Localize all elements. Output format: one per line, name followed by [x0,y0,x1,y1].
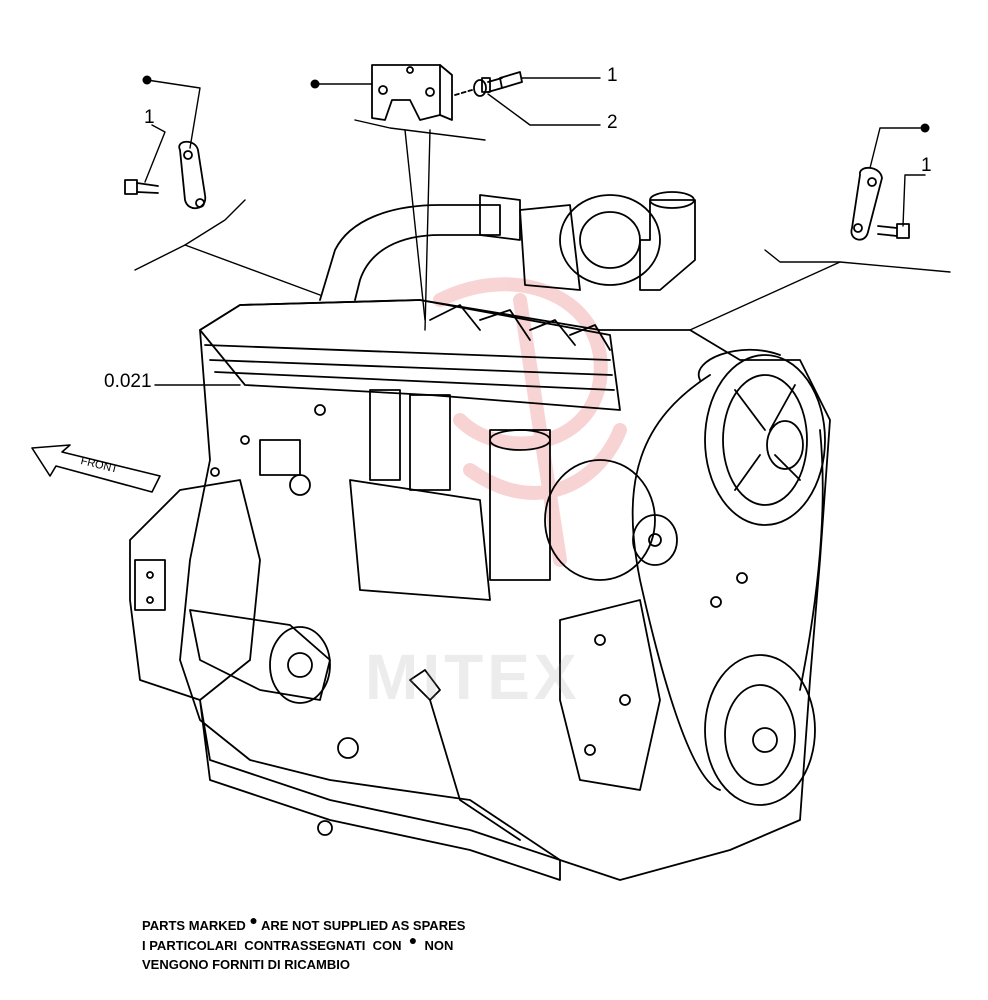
note-line-1-suffix: ARE NOT SUPPLIED AS SPARES [261,918,466,933]
right-bolt [877,223,910,239]
marker-dots [142,75,930,133]
note-line-2-prefix: I PARTICOLARI CONTRASSEGNATI CON [142,938,402,953]
note-line-1-prefix: PARTS MARKED [142,918,246,933]
engine-block [129,191,831,881]
note-line-2: I PARTICOLARI CONTRASSEGNATI CON ● NON [142,933,454,953]
right-bracket [850,166,883,241]
top-assembly-dashed-line [454,89,473,96]
callout-left-bolt-number: 1 [144,107,155,128]
callout-engine-reference: 0.021 [104,371,152,392]
note-marker-1: ● [249,912,258,928]
callout-right-bolt-number: 1 [921,155,932,176]
callout-top-washer-number: 2 [607,112,618,133]
callout-top-bolt-number: 1 [607,65,618,86]
note-line-3: VENGONO FORNITI DI RICAMBIO [142,957,350,972]
top-washer [473,79,487,97]
top-bracket [371,64,453,121]
front-arrow [31,444,161,493]
note-marker-2: ● [408,932,418,948]
left-bracket [178,140,207,209]
watermark-text: MITEX [365,641,581,713]
note-line-1: PARTS MARKED ● ARE NOT SUPPLIED AS SPARE… [142,913,466,933]
left-bolt [124,179,159,195]
leader-lines [134,77,951,386]
top-bolt [481,71,523,93]
note-line-2-suffix: NON [424,938,454,953]
